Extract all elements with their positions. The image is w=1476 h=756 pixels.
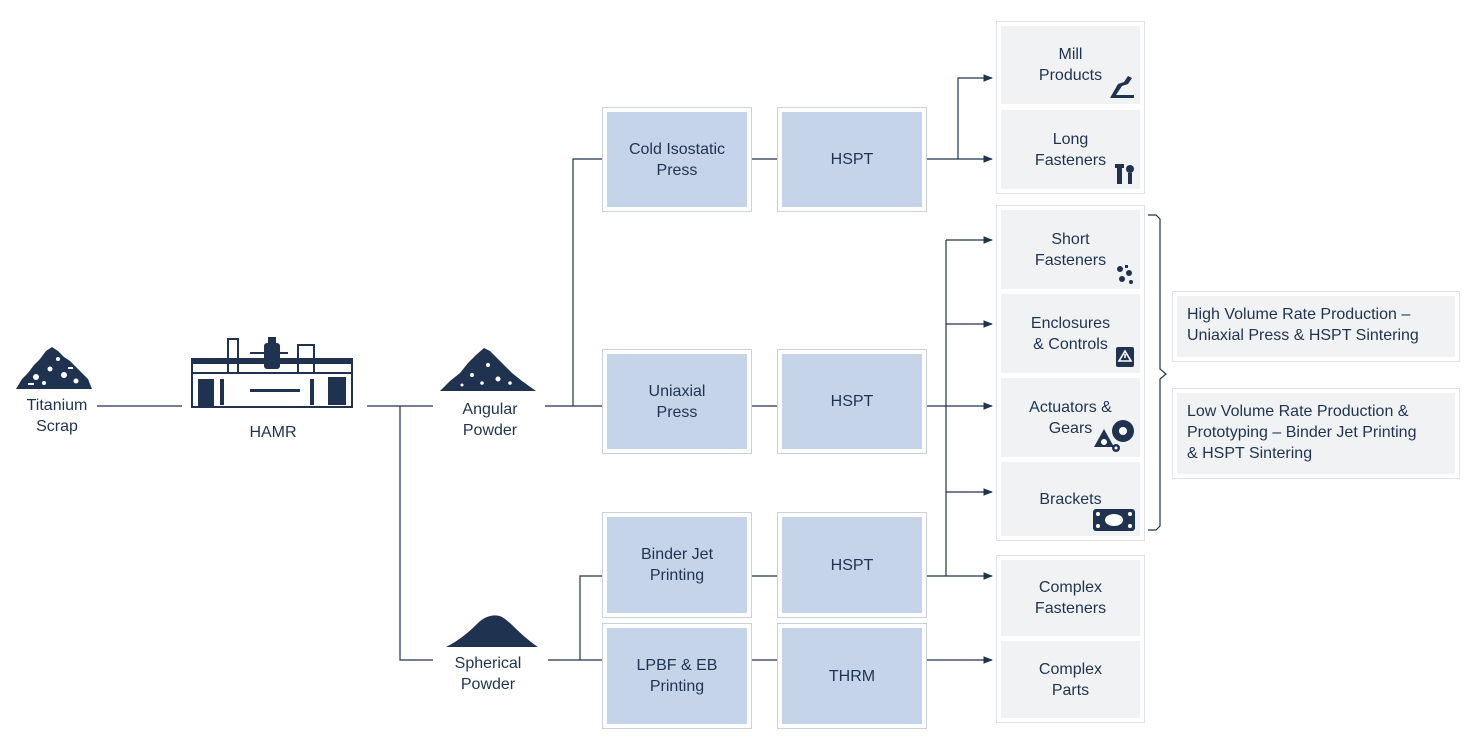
hand-tool-icon bbox=[1110, 76, 1134, 98]
enclosures-controls-card: Enclosures & Controls bbox=[1001, 294, 1140, 373]
spherical-powder-label: Spherical Powder bbox=[454, 655, 522, 693]
high-volume-note-text: High Volume Rate Production – Uniaxial P… bbox=[1177, 296, 1455, 357]
complex-parts-label: Complex Parts bbox=[1038, 660, 1103, 699]
long-fasteners-card: Long Fasteners bbox=[1001, 110, 1140, 189]
short-fasteners-label: Short Fasteners bbox=[1034, 230, 1107, 269]
binder-jet-printing-box: Binder Jet Printing bbox=[602, 512, 752, 618]
hspt-label-3: HSPT bbox=[782, 517, 922, 613]
warning-panel-icon bbox=[1116, 347, 1134, 367]
thrm-label: THRM bbox=[782, 628, 922, 724]
scrap-pile-icon bbox=[16, 347, 92, 389]
low-volume-note-text: Low Volume Rate Production & Prototyping… bbox=[1177, 393, 1455, 474]
actuators-gears-label: Actuators & Gears bbox=[1029, 398, 1112, 437]
brace bbox=[1148, 214, 1167, 531]
line-spherical-binderjet bbox=[579, 575, 603, 660]
bolts-icon bbox=[1115, 164, 1134, 184]
factory-icon bbox=[191, 337, 353, 408]
long-fasteners-label: Long Fasteners bbox=[1034, 130, 1107, 169]
line-angular-cip bbox=[572, 158, 603, 406]
uniaxial-press-box: Uniaxial Press bbox=[602, 349, 752, 454]
lpbf-eb-printing-label: LPBF & EB Printing bbox=[607, 628, 747, 724]
mill-products-card: Mill Products bbox=[1001, 26, 1140, 104]
actuators-gears-card: Actuators & Gears bbox=[1001, 378, 1140, 457]
hspt-box-1: HSPT bbox=[777, 107, 927, 212]
hspt-box-3: HSPT bbox=[777, 512, 927, 618]
brackets-card: Brackets bbox=[1001, 462, 1140, 536]
bracket-icon bbox=[1093, 509, 1135, 531]
mill-products-label: Mill Products bbox=[1038, 46, 1103, 84]
thrm-box: THRM bbox=[777, 623, 927, 729]
hspt-label-1: HSPT bbox=[782, 112, 922, 207]
complex-parts-card: Complex Parts bbox=[1001, 641, 1140, 718]
spherical-powder-icon bbox=[446, 615, 538, 647]
short-fasteners-card: Short Fasteners bbox=[1001, 210, 1140, 289]
complex-fasteners-card: Complex Fasteners bbox=[1001, 560, 1140, 636]
low-volume-note: Low Volume Rate Production & Prototyping… bbox=[1172, 388, 1460, 479]
line-hamr-spherical bbox=[399, 406, 433, 661]
high-volume-note: High Volume Rate Production – Uniaxial P… bbox=[1172, 291, 1460, 362]
complex-fasteners-label: Complex Fasteners bbox=[1034, 579, 1107, 617]
cold-isostatic-press-label: Cold Isostatic Press bbox=[607, 112, 747, 207]
uniaxial-press-label: Uniaxial Press bbox=[607, 354, 747, 449]
angular-powder-icon bbox=[440, 348, 536, 391]
angular-powder-label: Angular Powder bbox=[462, 401, 518, 439]
brackets-label: Brackets bbox=[1039, 490, 1102, 508]
lpbf-eb-printing-box: LPBF & EB Printing bbox=[602, 623, 752, 729]
screws-icon bbox=[1117, 265, 1133, 284]
hamr-label: HAMR bbox=[249, 424, 297, 441]
hspt-label-2: HSPT bbox=[782, 354, 922, 449]
binder-jet-printing-label: Binder Jet Printing bbox=[607, 517, 747, 613]
arrow-mill-products bbox=[957, 74, 993, 159]
enclosures-controls-label: Enclosures & Controls bbox=[1030, 314, 1111, 353]
titanium-scrap-label: Titanium Scrap bbox=[26, 397, 88, 435]
cold-isostatic-press-box: Cold Isostatic Press bbox=[602, 107, 752, 212]
gears-icon bbox=[1094, 420, 1134, 452]
hspt-box-2: HSPT bbox=[777, 349, 927, 454]
